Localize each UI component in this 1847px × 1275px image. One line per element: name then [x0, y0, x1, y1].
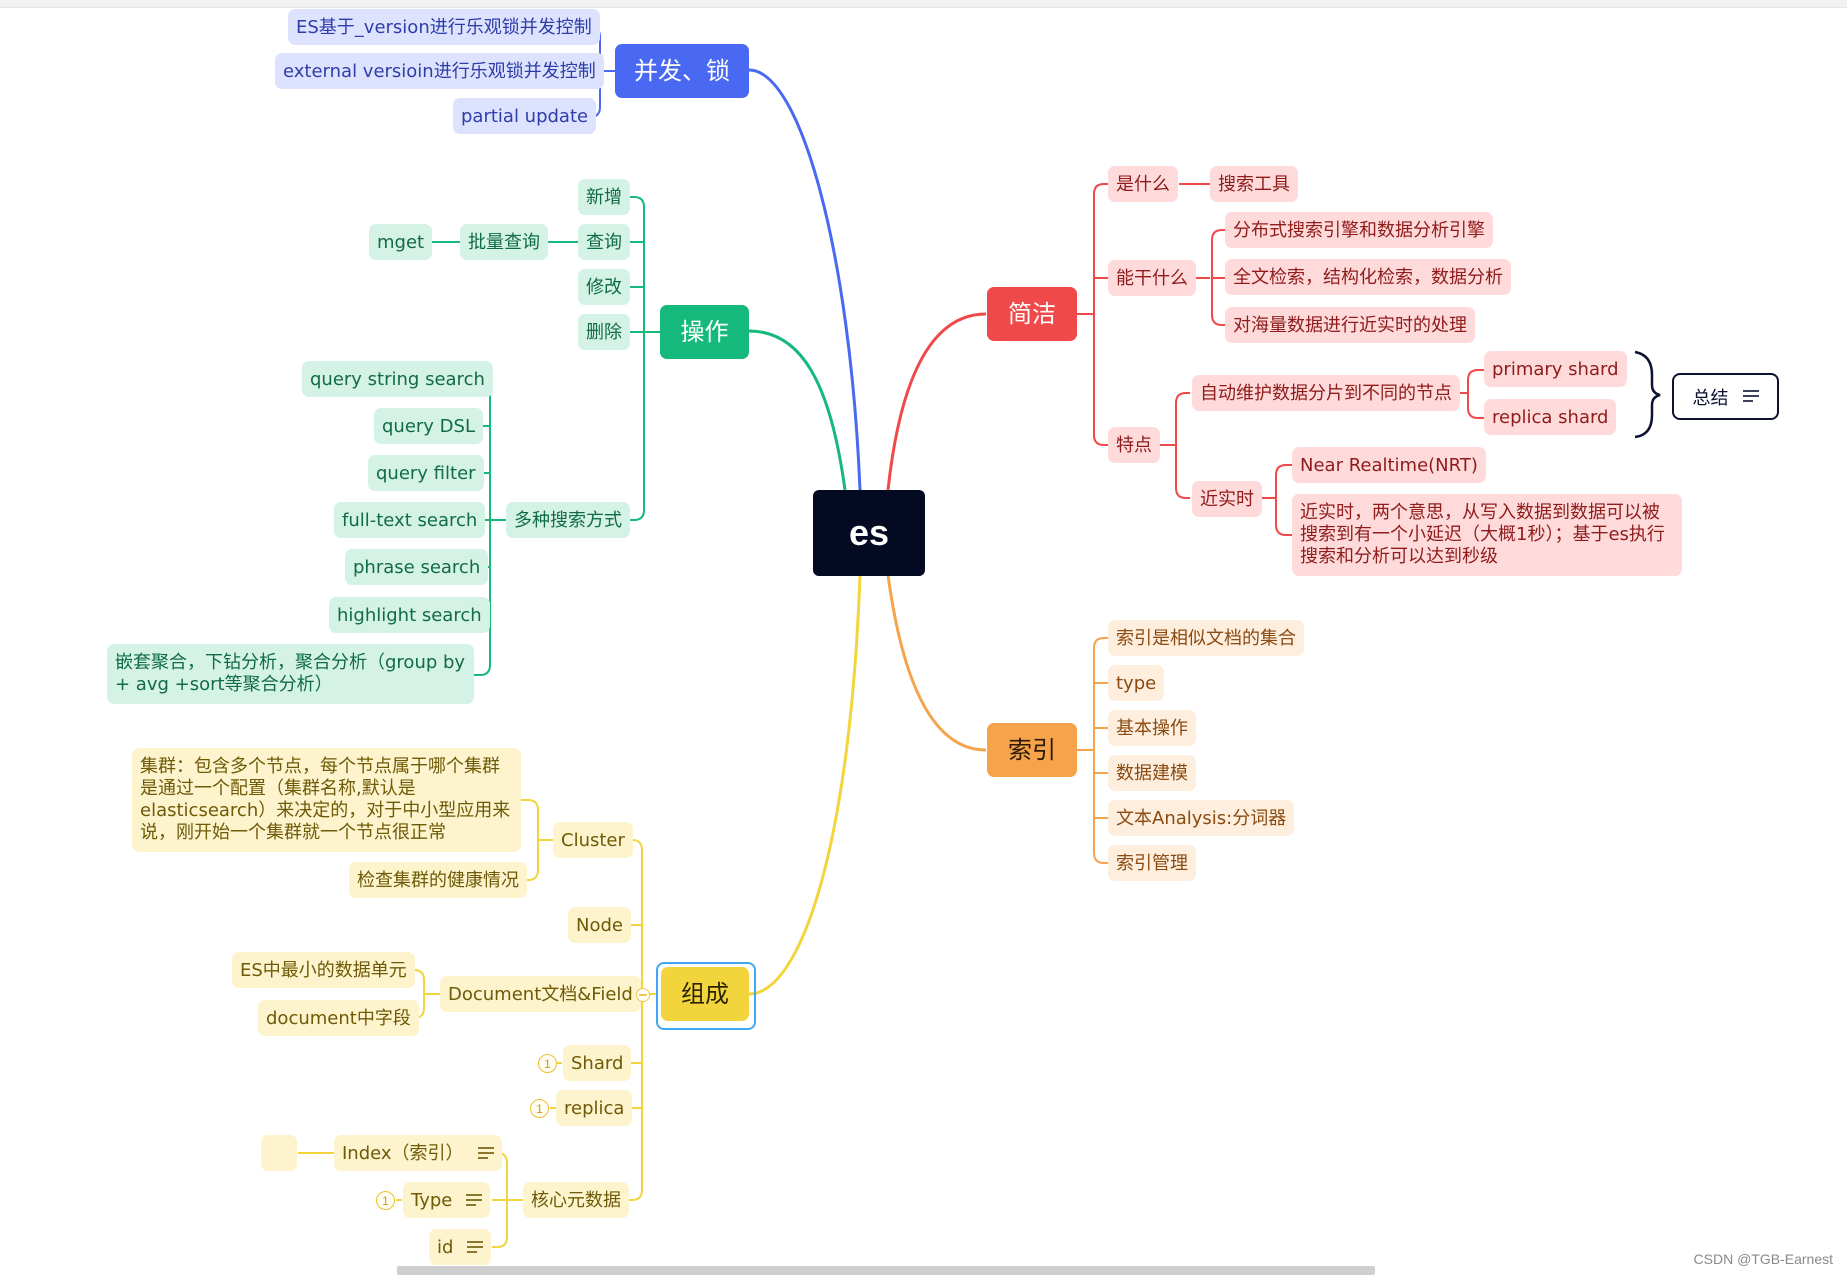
intro-what[interactable]: 是什么: [1108, 166, 1178, 202]
link-cando-bracket: [1196, 229, 1225, 326]
count-badge[interactable]: 1: [538, 1054, 557, 1073]
link-root-intro: [886, 312, 987, 491]
search-method[interactable]: query DSL: [374, 408, 483, 444]
branch-composition[interactable]: 组成: [661, 967, 749, 1021]
can-do-item[interactable]: 全文检索，结构化检索，数据分析: [1225, 259, 1511, 295]
collapse-toggle[interactable]: [636, 988, 650, 1002]
operation-mget[interactable]: mget: [369, 224, 433, 260]
top-border: [0, 0, 1847, 8]
empty-topic[interactable]: [261, 1135, 297, 1171]
notes-icon[interactable]: [477, 1143, 494, 1165]
link-root-composition: [748, 574, 862, 996]
operation-batch-query[interactable]: 批量查询: [460, 224, 548, 260]
metadata-id-label: id: [437, 1237, 454, 1258]
operation-query[interactable]: 查询: [578, 224, 630, 260]
cluster-description[interactable]: 集群：包含多个节点，每个节点属于哪个集群是通过一个配置（集群名称,默认是elas…: [132, 748, 521, 852]
document-item[interactable]: document中字段: [258, 1000, 419, 1036]
summary-brace: [1634, 350, 1661, 439]
intro-can-do[interactable]: 能干什么: [1108, 260, 1196, 296]
document-item[interactable]: ES中最小的数据单元: [232, 952, 415, 988]
link-root-index: [886, 574, 987, 752]
branch-intro[interactable]: 简洁: [987, 287, 1077, 341]
feature-auto-shard[interactable]: 自动维护数据分片到不同的节点: [1192, 375, 1460, 411]
link-root-operations: [748, 329, 847, 491]
metadata-index[interactable]: Index（索引）: [334, 1135, 502, 1171]
notes-icon[interactable]: [467, 1237, 484, 1259]
shard-type[interactable]: replica shard: [1484, 399, 1617, 435]
composition-node[interactable]: Node: [568, 907, 631, 943]
selection-ring: [656, 962, 756, 1030]
composition-cluster[interactable]: Cluster: [553, 822, 633, 858]
link-features-bracket: [1160, 392, 1190, 499]
composition-core-metadata[interactable]: 核心元数据: [523, 1182, 629, 1218]
branch-operations[interactable]: 操作: [660, 305, 749, 359]
notes-icon[interactable]: [1742, 386, 1759, 407]
index-item[interactable]: 索引是相似文档的集合: [1108, 620, 1304, 656]
summary-label: 总结: [1692, 387, 1729, 408]
shard-type[interactable]: primary shard: [1484, 351, 1627, 387]
branch-index[interactable]: 索引: [987, 723, 1077, 777]
concurrency-item[interactable]: ES基于_version进行乐观锁并发控制: [288, 9, 600, 45]
metadata-index-label: Index（索引）: [342, 1143, 464, 1164]
nrt-item[interactable]: Near Realtime(NRT): [1292, 447, 1486, 483]
concurrency-item[interactable]: external versioin进行乐观锁并发控制: [275, 53, 604, 89]
operation-add[interactable]: 新增: [578, 179, 630, 215]
link-operations-bracket: [625, 196, 660, 521]
notes-icon[interactable]: [466, 1190, 483, 1212]
branch-concurrency[interactable]: 并发、锁: [615, 44, 749, 98]
nrt-description[interactable]: 近实时，两个意思，从写入数据到数据可以被搜索到有一个小延迟（大概1秒）；基于es…: [1292, 494, 1682, 576]
link-nrt-bracket: [1260, 464, 1292, 536]
search-method[interactable]: phrase search: [345, 549, 489, 585]
count-badge[interactable]: 1: [530, 1099, 549, 1118]
search-method[interactable]: query filter: [368, 455, 484, 491]
search-method[interactable]: highlight search: [329, 597, 490, 633]
intro-features[interactable]: 特点: [1108, 427, 1160, 463]
can-do-item[interactable]: 分布式搜索引擎和数据分析引擎: [1225, 212, 1493, 248]
count-badge[interactable]: 1: [376, 1191, 395, 1210]
composition-shard[interactable]: Shard: [563, 1045, 632, 1081]
search-method[interactable]: 嵌套聚合，下钻分析，聚合分析（group by + avg +sort等聚合分析…: [107, 644, 474, 704]
index-item[interactable]: 文本Analysis:分词器: [1108, 800, 1295, 836]
concurrency-item[interactable]: partial update: [453, 98, 597, 134]
can-do-item[interactable]: 对海量数据进行近实时的处理: [1225, 307, 1475, 343]
watermark: CSDN @TGB-Earnest: [1693, 1251, 1833, 1267]
index-item[interactable]: type: [1108, 665, 1165, 701]
summary-node[interactable]: 总结: [1672, 373, 1779, 420]
cluster-health[interactable]: 检查集群的健康情况: [349, 862, 527, 898]
link-composition-bracket: [626, 839, 656, 1201]
composition-document[interactable]: Document文档&Field: [440, 976, 641, 1012]
metadata-type[interactable]: Type: [403, 1182, 491, 1218]
operation-modify[interactable]: 修改: [578, 269, 630, 305]
intro-what-answer[interactable]: 搜索工具: [1210, 166, 1298, 202]
link-cluster-bracket: [521, 799, 553, 881]
link-root-concurrency: [748, 68, 862, 491]
metadata-id[interactable]: id: [429, 1229, 492, 1265]
link-index-bracket: [1077, 637, 1108, 864]
link-intro-bracket: [1077, 183, 1108, 446]
horizontal-scrollbar[interactable]: [397, 1266, 1375, 1275]
operation-search-methods[interactable]: 多种搜索方式: [506, 502, 630, 538]
composition-replica[interactable]: replica: [556, 1090, 633, 1126]
index-item[interactable]: 基本操作: [1108, 710, 1196, 746]
index-item[interactable]: 索引管理: [1108, 845, 1196, 881]
metadata-type-label: Type: [411, 1190, 453, 1211]
index-item[interactable]: 数据建模: [1108, 755, 1196, 791]
search-method[interactable]: query string search: [302, 361, 493, 397]
root-node[interactable]: es: [813, 490, 925, 576]
search-method[interactable]: full-text search: [334, 502, 486, 538]
feature-near-realtime[interactable]: 近实时: [1192, 481, 1262, 517]
operation-delete[interactable]: 删除: [578, 314, 630, 350]
